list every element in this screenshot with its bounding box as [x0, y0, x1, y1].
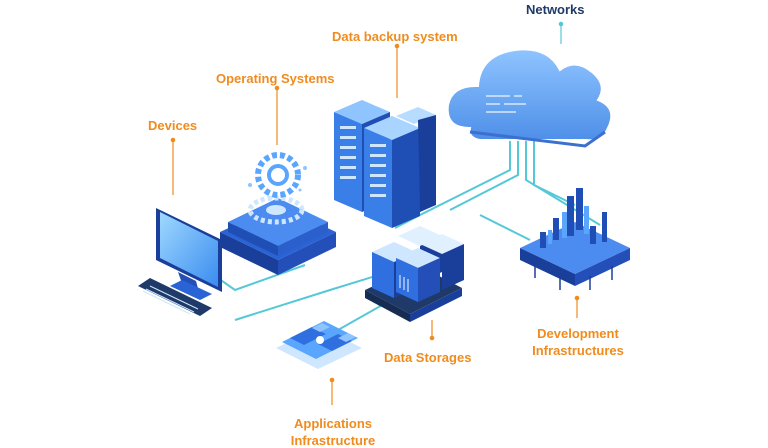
- monitor-icon: [156, 208, 222, 300]
- label-networks: Networks: [526, 2, 585, 17]
- label-development-line2: Infrastructures: [532, 343, 624, 358]
- label-devices: Devices: [148, 118, 198, 133]
- label-applications-line2: Infrastructure: [290, 433, 376, 448]
- label-applications-line1: Applications: [293, 416, 372, 431]
- storage-server-icon: [365, 226, 464, 322]
- label-development-infrastructures: Development Infrastructures: [528, 325, 628, 359]
- keyboard-icon: [138, 278, 212, 316]
- cloud-icon: [446, 48, 613, 148]
- bar-chart-platform-icon: [520, 188, 630, 290]
- label-data-backup-system: Data backup system: [332, 29, 458, 44]
- app-panel-icon: [276, 321, 362, 369]
- server-rack-icon: [334, 100, 436, 228]
- gear-chip-icon: [220, 152, 336, 275]
- label-development-line1: Development: [537, 326, 619, 341]
- label-applications-infrastructure: Applications Infrastructure: [283, 415, 383, 448]
- label-data-storages: Data Storages: [384, 350, 472, 365]
- pointer-lines: [172, 24, 578, 405]
- label-operating-systems: Operating Systems: [216, 71, 335, 86]
- pointer-dots: [170, 21, 580, 383]
